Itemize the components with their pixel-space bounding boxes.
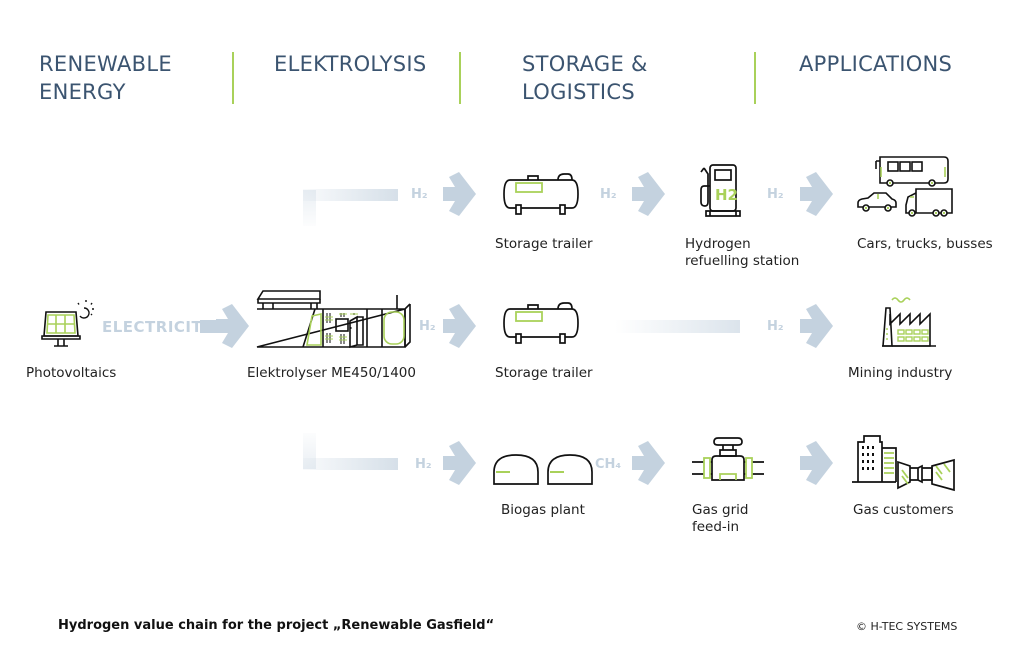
flow-arrow [216,304,249,348]
header-applications: APPLICATIONS [799,52,953,76]
node-label-storage-trailer: Storage trailer [495,365,593,381]
flow-arrow [443,172,476,216]
flow-arrow [800,304,833,348]
flow-arrow [800,441,833,485]
storage-trailer-icon [502,172,580,216]
flow-arrow [632,172,665,216]
connector-top-horizontal [303,189,398,201]
flow-label-h2: H₂ [419,319,436,334]
flow-label-h2: H₂ [415,457,432,472]
flow-arrow [632,441,665,485]
biogas-domes-icon [492,452,596,486]
header-renewable-energy: RENEWABLE ENERGY [39,52,172,104]
flow-label-ch4: CH₄ [595,457,622,472]
connector-electricity-tail [200,320,216,333]
storage-trailer-icon [502,301,580,345]
flow-label-electricity: ELECTRICITY [102,318,214,336]
copyright: © H-TEC SYSTEMS [856,620,958,633]
node-label-photovoltaics: Photovoltaics [26,365,117,381]
node-label-refuelling-station: Hydrogen refuelling station [685,236,800,269]
flow-label-h2: H₂ [600,187,617,202]
flow-label-h2: H₂ [767,319,784,334]
fuel-pump-icon: H2 [696,162,746,218]
header-elektrolysis: ELEKTROLYSIS [274,52,427,76]
column-divider [232,52,234,104]
factory-icon [880,294,938,350]
pipe-valve-icon [690,436,766,486]
flow-arrow [800,172,833,216]
node-label-gas-grid: Gas grid feed-in [692,502,749,535]
node-label-storage-trailer: Storage trailer [495,236,593,252]
flow-arrow [443,304,476,348]
figure-caption: Hydrogen value chain for the project „Re… [58,618,495,633]
vehicles-icon [856,155,956,217]
connector-middle-bar [615,320,740,333]
node-label-mining: Mining industry [848,365,953,381]
flow-label-h2: H₂ [411,187,428,202]
electrolyser-icon [255,287,413,353]
h2-badge: H2 [715,186,738,204]
column-divider [754,52,756,104]
node-label-biogas: Biogas plant [501,502,585,518]
connector-bottom-horizontal [303,458,398,470]
node-label-electrolyser: Elektrolyser ME450/1400 [247,365,416,381]
gas-customers-icon [852,432,956,494]
header-storage-logistics: STORAGE & LOGISTICS [522,52,648,104]
flow-arrow [443,441,476,485]
node-label-gas-customers: Gas customers [853,502,954,518]
column-divider [459,52,461,104]
flow-label-h2: H₂ [767,187,784,202]
solar-panel-icon [40,300,96,352]
node-label-vehicles: Cars, trucks, busses [857,236,993,252]
